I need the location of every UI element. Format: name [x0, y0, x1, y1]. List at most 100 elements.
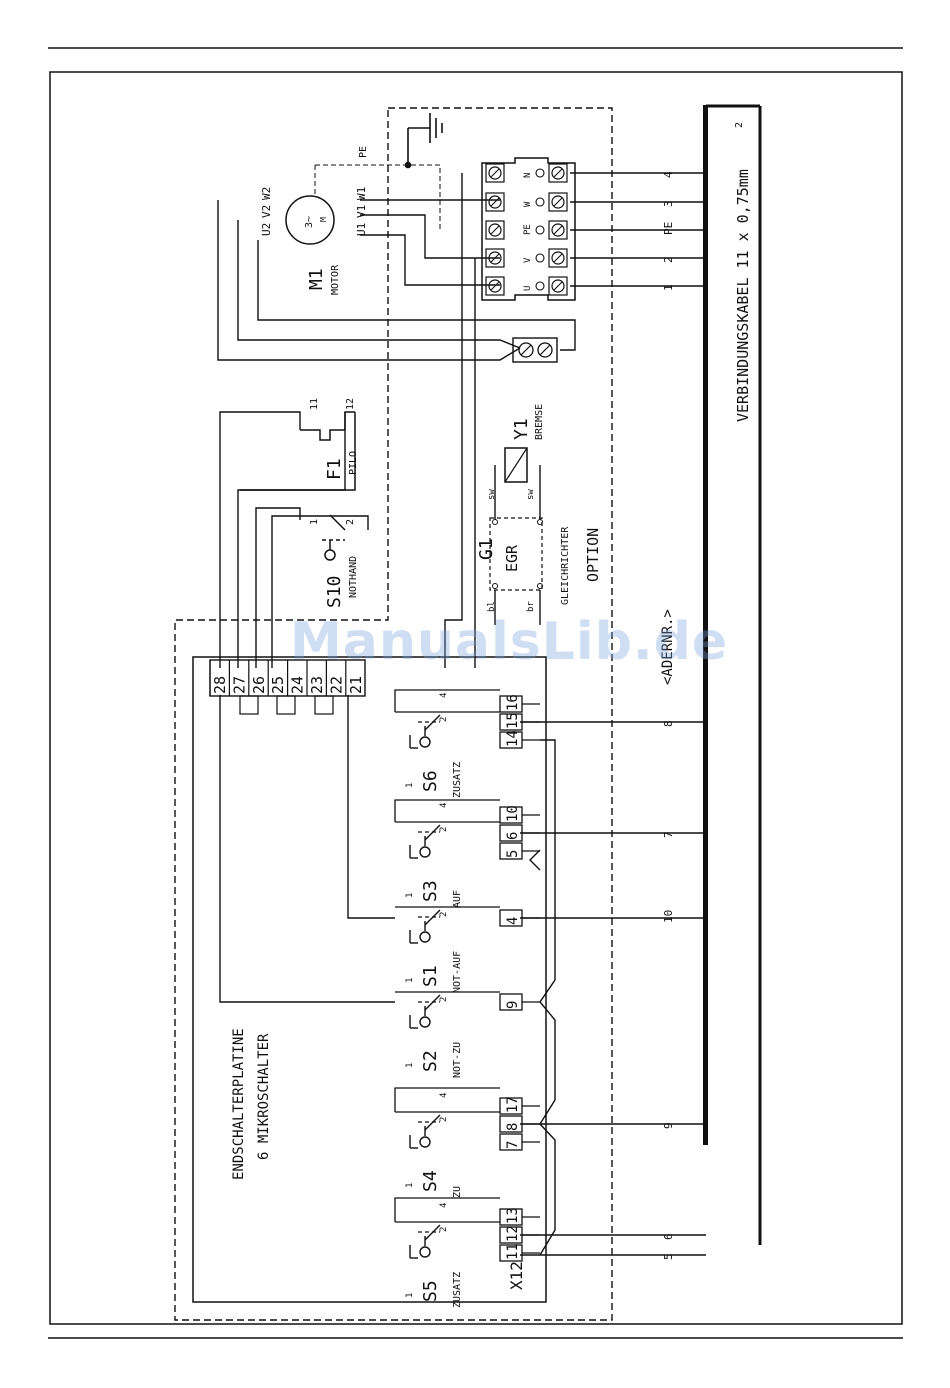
wire-number-3: 2: [662, 256, 675, 263]
f1-pin-b: 12: [345, 398, 356, 410]
header-pin-24: 24: [289, 676, 307, 694]
tb-letter-4: U: [523, 286, 533, 291]
wire-number-1-text: 3: [662, 200, 675, 207]
switch-id-s4-text: S4: [420, 1170, 441, 1192]
terminal-label-11-text: 11: [505, 1243, 521, 1260]
terminal-label-17: 17: [505, 1096, 521, 1113]
pcb-board: [192, 656, 547, 1303]
adernr-label: <ADERNR.>: [660, 609, 676, 685]
contact-S3-b: 2: [439, 827, 449, 832]
contact-S3-c: 4: [439, 803, 449, 808]
header-pin-28-text: 28: [211, 676, 229, 694]
wire-number-7: 10: [662, 910, 675, 923]
terminal-label-15-text: 15: [505, 712, 521, 729]
tb-letter-0: N: [523, 173, 533, 178]
wire-number-4-text: 1: [662, 284, 675, 291]
wire-number-4: 1: [662, 284, 675, 291]
wire-number-9: 6: [662, 1233, 675, 1240]
header-pin-21-text: 21: [347, 676, 365, 694]
jumper-0: [239, 695, 259, 715]
contact-S5-b: 2: [439, 1227, 449, 1232]
switch-id-s2-text: S2: [420, 1050, 441, 1072]
wire-number-1: 3: [662, 200, 675, 207]
motor-sym1: 3~: [304, 216, 315, 228]
header-pin-27-text: 27: [230, 676, 248, 694]
wire-number-2: PE: [662, 222, 675, 235]
contact-S5-a: 1: [405, 1293, 415, 1298]
contact-S4-a: 1: [405, 1183, 415, 1188]
terminal-label-4-text: 4: [505, 917, 521, 925]
terminal-label-7: 7: [505, 1141, 521, 1149]
earth-symbol: [314, 113, 443, 230]
header-pin-26: 26: [250, 676, 268, 694]
terminal-label-13: 13: [505, 1207, 521, 1224]
g1-label1: GLEICHRICHTER: [560, 526, 571, 605]
cable-label-text: VERBINDUNGSKABEL 11 x 0,75mm: [734, 169, 752, 422]
adernr-text: <ADERNR.>: [660, 609, 676, 685]
cable-label-sup: 2: [734, 122, 745, 128]
f1-name: PILO: [348, 451, 359, 475]
switch-id-s1-text: S1: [420, 965, 441, 987]
header-pin-25-text: 25: [269, 676, 287, 694]
switch-id-s6: S6: [420, 770, 441, 792]
contact-S6-b-text: 2: [439, 717, 449, 722]
header-pin-23-text: 23: [308, 676, 326, 694]
g1-label2: OPTION: [584, 528, 602, 582]
wire-number-5-text: 8: [662, 720, 675, 727]
g1-bl: bl: [487, 601, 497, 612]
header-pin-22-text: 22: [327, 676, 345, 694]
terminal-label-6: 6: [505, 832, 521, 840]
switch-id-s3-text: S3: [420, 880, 441, 902]
cable-label: VERBINDUNGSKABEL 11 x 0,75mm: [734, 169, 752, 422]
header-pin-23: 23: [308, 676, 326, 694]
wire-number-6: 7: [662, 831, 675, 838]
switch-id-s5: S5: [420, 1280, 441, 1302]
switch-name-s6: ZUSATZ: [452, 762, 463, 798]
y1-name: BREMSE: [534, 404, 545, 440]
s10-id: S10: [324, 575, 345, 608]
s10-pin-b: 2: [345, 519, 356, 525]
contact-S4-a-text: 1: [405, 1183, 415, 1188]
motor-id: M1: [306, 268, 327, 290]
board-title: ENDSCHALTERPLATINE: [231, 1028, 247, 1180]
header-pin-21: 21: [347, 676, 365, 694]
contact-S3-a-text: 1: [405, 893, 415, 898]
switch-name-s1-text: NOT-AUF: [452, 951, 463, 993]
terminal-label-14-text: 14: [505, 730, 521, 747]
contact-S1-b: 2: [439, 912, 449, 917]
terminal-label-14: 14: [505, 730, 521, 747]
terminal-label-16-text: 16: [505, 694, 521, 711]
tb-letter-3: V: [523, 257, 533, 263]
motor-circle: [285, 195, 335, 245]
switch-name-s2-text: NOT-ZU: [452, 1042, 463, 1078]
terminal-label-13-text: 13: [505, 1207, 521, 1224]
contact-S4-b-text: 2: [439, 1117, 449, 1122]
contact-S4-b: 2: [439, 1117, 449, 1122]
wire-number-10-text: 5: [662, 1253, 675, 1260]
s10-pin-a: 1: [309, 519, 320, 525]
contact-S2-b-text: 2: [439, 997, 449, 1002]
g1-sw2: sw: [526, 489, 536, 500]
terminal-label-10-text: 10: [505, 805, 521, 822]
terminal-label-11: 11: [505, 1243, 521, 1260]
contact-S6-a: 1: [405, 783, 415, 788]
wire-number-3-text: 2: [662, 256, 675, 263]
tb-letter-1: W: [523, 201, 533, 207]
motor-m1: 3~ M M1 MOTOR PE W2 V2 U2 W1 V1 U1: [260, 146, 369, 295]
terminal-label-17-text: 17: [505, 1096, 521, 1113]
header-pin-24-text: 24: [289, 676, 307, 694]
wire-number-5: 8: [662, 720, 675, 727]
diagram-frame: [49, 71, 903, 1325]
switch-id-s6-text: S6: [420, 770, 441, 792]
small-terminal-block: [512, 337, 558, 363]
switch-name-s2: NOT-ZU: [452, 1042, 463, 1078]
contact-S2-a-text: 1: [405, 1063, 415, 1068]
contact-S4-c: 4: [439, 1093, 449, 1098]
terminal-label-4: 4: [505, 917, 521, 925]
terminal-label-5-text: 5: [505, 850, 521, 858]
